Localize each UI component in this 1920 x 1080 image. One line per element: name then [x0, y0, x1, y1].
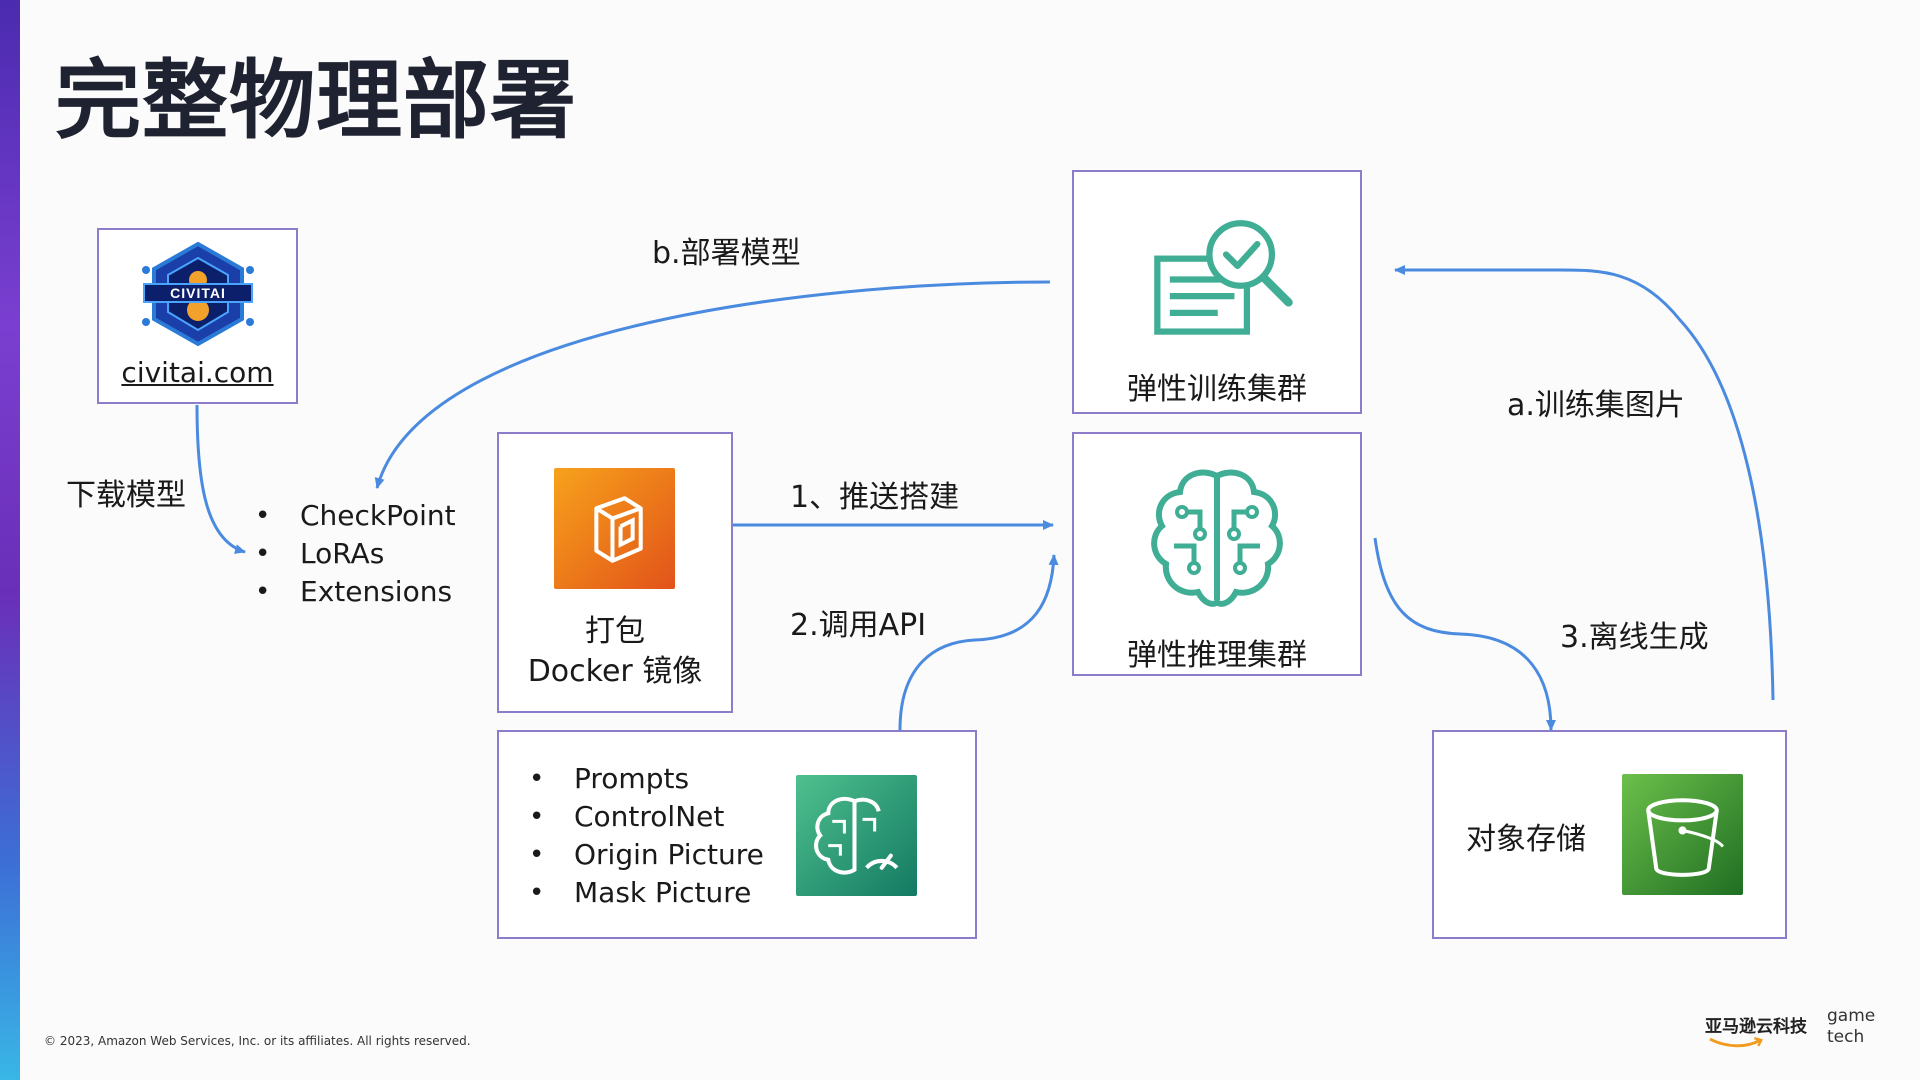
inference-cluster-label: 弹性推理集群 — [1127, 638, 1307, 673]
list-item: Mask Picture — [529, 874, 764, 912]
ml-service-icon — [796, 775, 917, 896]
civitai-logo-text: CIVITAI — [170, 285, 226, 301]
civitai-logo-icon: CIVITAI — [142, 241, 254, 347]
invoke-api-label: 2.调用API — [790, 608, 927, 643]
docker-box: 打包 Docker 镜像 — [497, 432, 733, 713]
object-storage-box: 对象存储 — [1432, 730, 1787, 939]
training-cluster-box: 弹性训练集群 — [1072, 170, 1362, 414]
bucket-icon — [1622, 774, 1743, 895]
accent-bar — [0, 0, 20, 1080]
model-type-list: CheckPoint LoRAs Extensions — [255, 497, 456, 611]
page-title: 完整物理部署 — [55, 51, 577, 151]
brand-game-text: game — [1827, 1006, 1876, 1026]
push-build-label: 1、推送搭建 — [790, 480, 960, 515]
deploy-model-label: b.部署模型 — [652, 236, 801, 271]
civitai-box: CIVITAI civitai.com — [97, 228, 298, 404]
offline-arrow — [1373, 537, 1556, 731]
inference-cluster-box: 弹性推理集群 — [1072, 432, 1362, 676]
civitai-link[interactable]: civitai.com — [121, 356, 274, 389]
inputs-box: Prompts ControlNet Origin Picture Mask P… — [497, 730, 977, 939]
object-storage-label: 对象存储 — [1466, 822, 1586, 857]
copyright-text: © 2023, Amazon Web Services, Inc. or its… — [44, 1034, 471, 1048]
list-item: Extensions — [255, 573, 456, 611]
brand-logo-text: 亚马逊云科技 — [1705, 1017, 1807, 1037]
game-tech-logo: game tech — [1827, 1006, 1875, 1048]
container-icon — [554, 468, 675, 589]
list-item: Prompts — [529, 760, 764, 798]
brain-circuit-icon — [1151, 469, 1283, 607]
inputs-list: Prompts ControlNet Origin Picture Mask P… — [529, 760, 764, 912]
list-item: CheckPoint — [255, 497, 456, 535]
brand-tech-text: tech — [1827, 1027, 1865, 1047]
train-images-label: a.训练集图片 — [1507, 388, 1685, 423]
docker-line2: Docker 镜像 — [527, 654, 703, 689]
list-item: ControlNet — [529, 798, 764, 836]
list-item: Origin Picture — [529, 836, 764, 874]
training-cluster-label: 弹性训练集群 — [1127, 372, 1307, 407]
docker-line1: 打包 — [585, 614, 645, 649]
download-model-label: 下载模型 — [66, 478, 186, 513]
smile-arrow-icon — [1709, 1037, 1763, 1048]
document-search-icon — [1154, 220, 1293, 335]
download-arrow — [195, 404, 246, 554]
offline-generation-label: 3.离线生成 — [1560, 620, 1709, 655]
list-item: LoRAs — [255, 535, 456, 573]
